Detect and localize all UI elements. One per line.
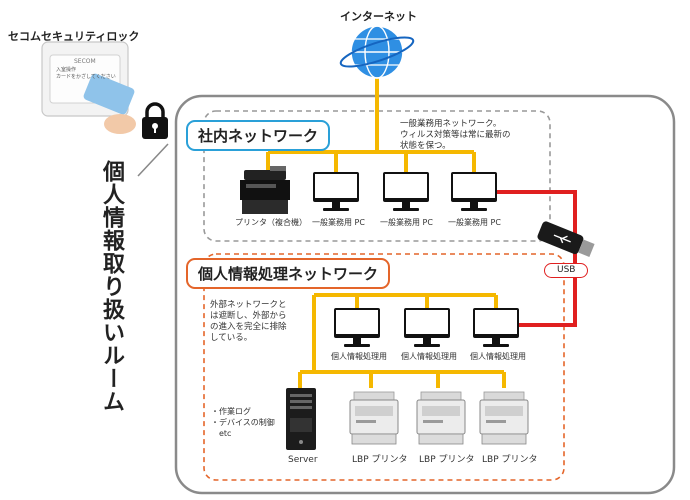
device-label-pc-1: 一般業務用 PC <box>312 218 365 227</box>
usb-transfer-path <box>497 190 577 327</box>
personal-pc-label-1: 個人情報処理用 <box>331 352 387 361</box>
padlock-icon <box>142 102 168 139</box>
usb-label: USB <box>544 263 589 278</box>
room-title: 個人情報取り扱いルーム <box>99 160 124 413</box>
lbp-printer-label-2: LBP プリンタ <box>419 455 475 465</box>
personal-pc-label-2: 個人情報処理用 <box>401 352 457 361</box>
monitor-icon <box>451 172 497 211</box>
room-boundary <box>174 94 676 495</box>
personal-network-note: 外部ネットワークと は遮断し、外部から の進入を完全に排除 している。 <box>210 300 287 343</box>
server-label: Server <box>288 455 318 465</box>
lbp-printer-label-1: LBP プリンタ <box>352 455 408 465</box>
laser-printer-icon <box>479 391 529 445</box>
monitor-icon <box>404 308 450 347</box>
usb-drive-icon <box>537 221 595 257</box>
device-screen-line1: 入室操作 <box>56 67 77 73</box>
globe-icon <box>339 25 415 79</box>
personal-lan-cables <box>298 293 506 388</box>
device-logo: SECOM <box>74 58 96 65</box>
feature-item-device-control: ・デバイスの制御 <box>211 418 275 427</box>
feature-item-etc: etc <box>211 429 232 438</box>
personal-pc-label-3: 個人情報処理用 <box>470 352 526 361</box>
monitor-icon <box>313 172 359 211</box>
monitor-icon <box>334 308 380 347</box>
lock-callout-line <box>137 143 169 177</box>
multifunction-printer-icon <box>240 166 290 214</box>
laser-printer-icon <box>349 391 399 445</box>
internet-label: インターネット <box>340 10 417 23</box>
feature-item-log: ・作業ログ <box>211 407 251 416</box>
office-network-note: 一般業務用ネットワーク。 ウィルス対策等は常に最新の 状態を保つ。 <box>400 119 511 151</box>
laser-printer-icon <box>416 391 466 445</box>
office-network-boundary <box>203 110 551 242</box>
office-network-label: 社内ネットワーク <box>186 120 331 151</box>
personal-network-label: 個人情報処理ネットワーク <box>186 258 391 289</box>
lbp-printer-label-3: LBP プリンタ <box>482 455 538 465</box>
security-lock-device <box>41 41 136 134</box>
device-screen-line2: カードをかざしてください <box>56 74 116 80</box>
device-label-printer: プリンタ（複合機） <box>235 218 307 227</box>
monitor-icon <box>383 172 429 211</box>
office-lan-cables <box>266 74 476 172</box>
device-label-pc-2: 一般業務用 PC <box>380 218 433 227</box>
monitor-icon <box>473 308 519 347</box>
device-label-pc-3: 一般業務用 PC <box>448 218 501 227</box>
lock-product-caption: セコムセキュリティロック <box>8 30 140 43</box>
server-tower-icon <box>286 388 316 450</box>
